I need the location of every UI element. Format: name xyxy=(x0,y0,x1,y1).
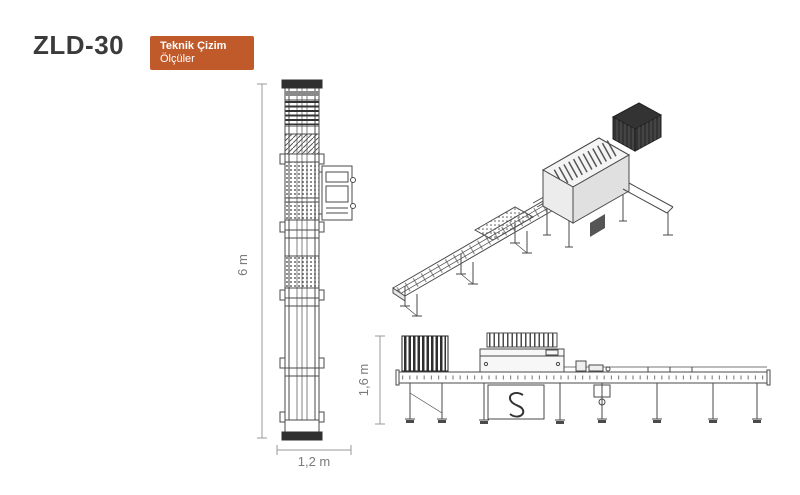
dimension-line-6m xyxy=(257,83,267,439)
conveyor-legs-iso xyxy=(400,223,532,317)
badge-line-2: Ölçüler xyxy=(160,53,195,65)
isometric-view-drawing xyxy=(392,102,674,317)
drawing-info-badge: Teknik Çizim Ölçüler xyxy=(150,36,254,70)
mounting-tabs xyxy=(279,153,325,423)
control-panel-top-view xyxy=(319,165,356,221)
dim-1-6m-label: 1,6 m xyxy=(358,364,371,397)
crate-side-view xyxy=(401,335,449,423)
conveyor-legs-side-view xyxy=(597,383,762,423)
dim-1-2m-label: 1,2 m xyxy=(298,454,331,469)
machine-body-side-view xyxy=(479,332,565,424)
side-view-drawing: 1,6 m xyxy=(358,332,771,425)
dimension-line-1-2m xyxy=(276,445,352,455)
dimension-line-1-6m xyxy=(375,335,385,425)
dim-6m-label: 6 m xyxy=(235,254,250,276)
conveyor-iso xyxy=(392,192,570,317)
machine-iso xyxy=(541,137,674,248)
crate-iso xyxy=(611,102,663,152)
badge-line-1: Teknik Çizim xyxy=(160,40,227,52)
top-view-drawing: 6 m 1,2 m xyxy=(235,79,356,469)
machine-top-view xyxy=(279,79,356,441)
model-title: ZLD-30 xyxy=(33,30,125,60)
machine-side-view xyxy=(395,332,771,424)
